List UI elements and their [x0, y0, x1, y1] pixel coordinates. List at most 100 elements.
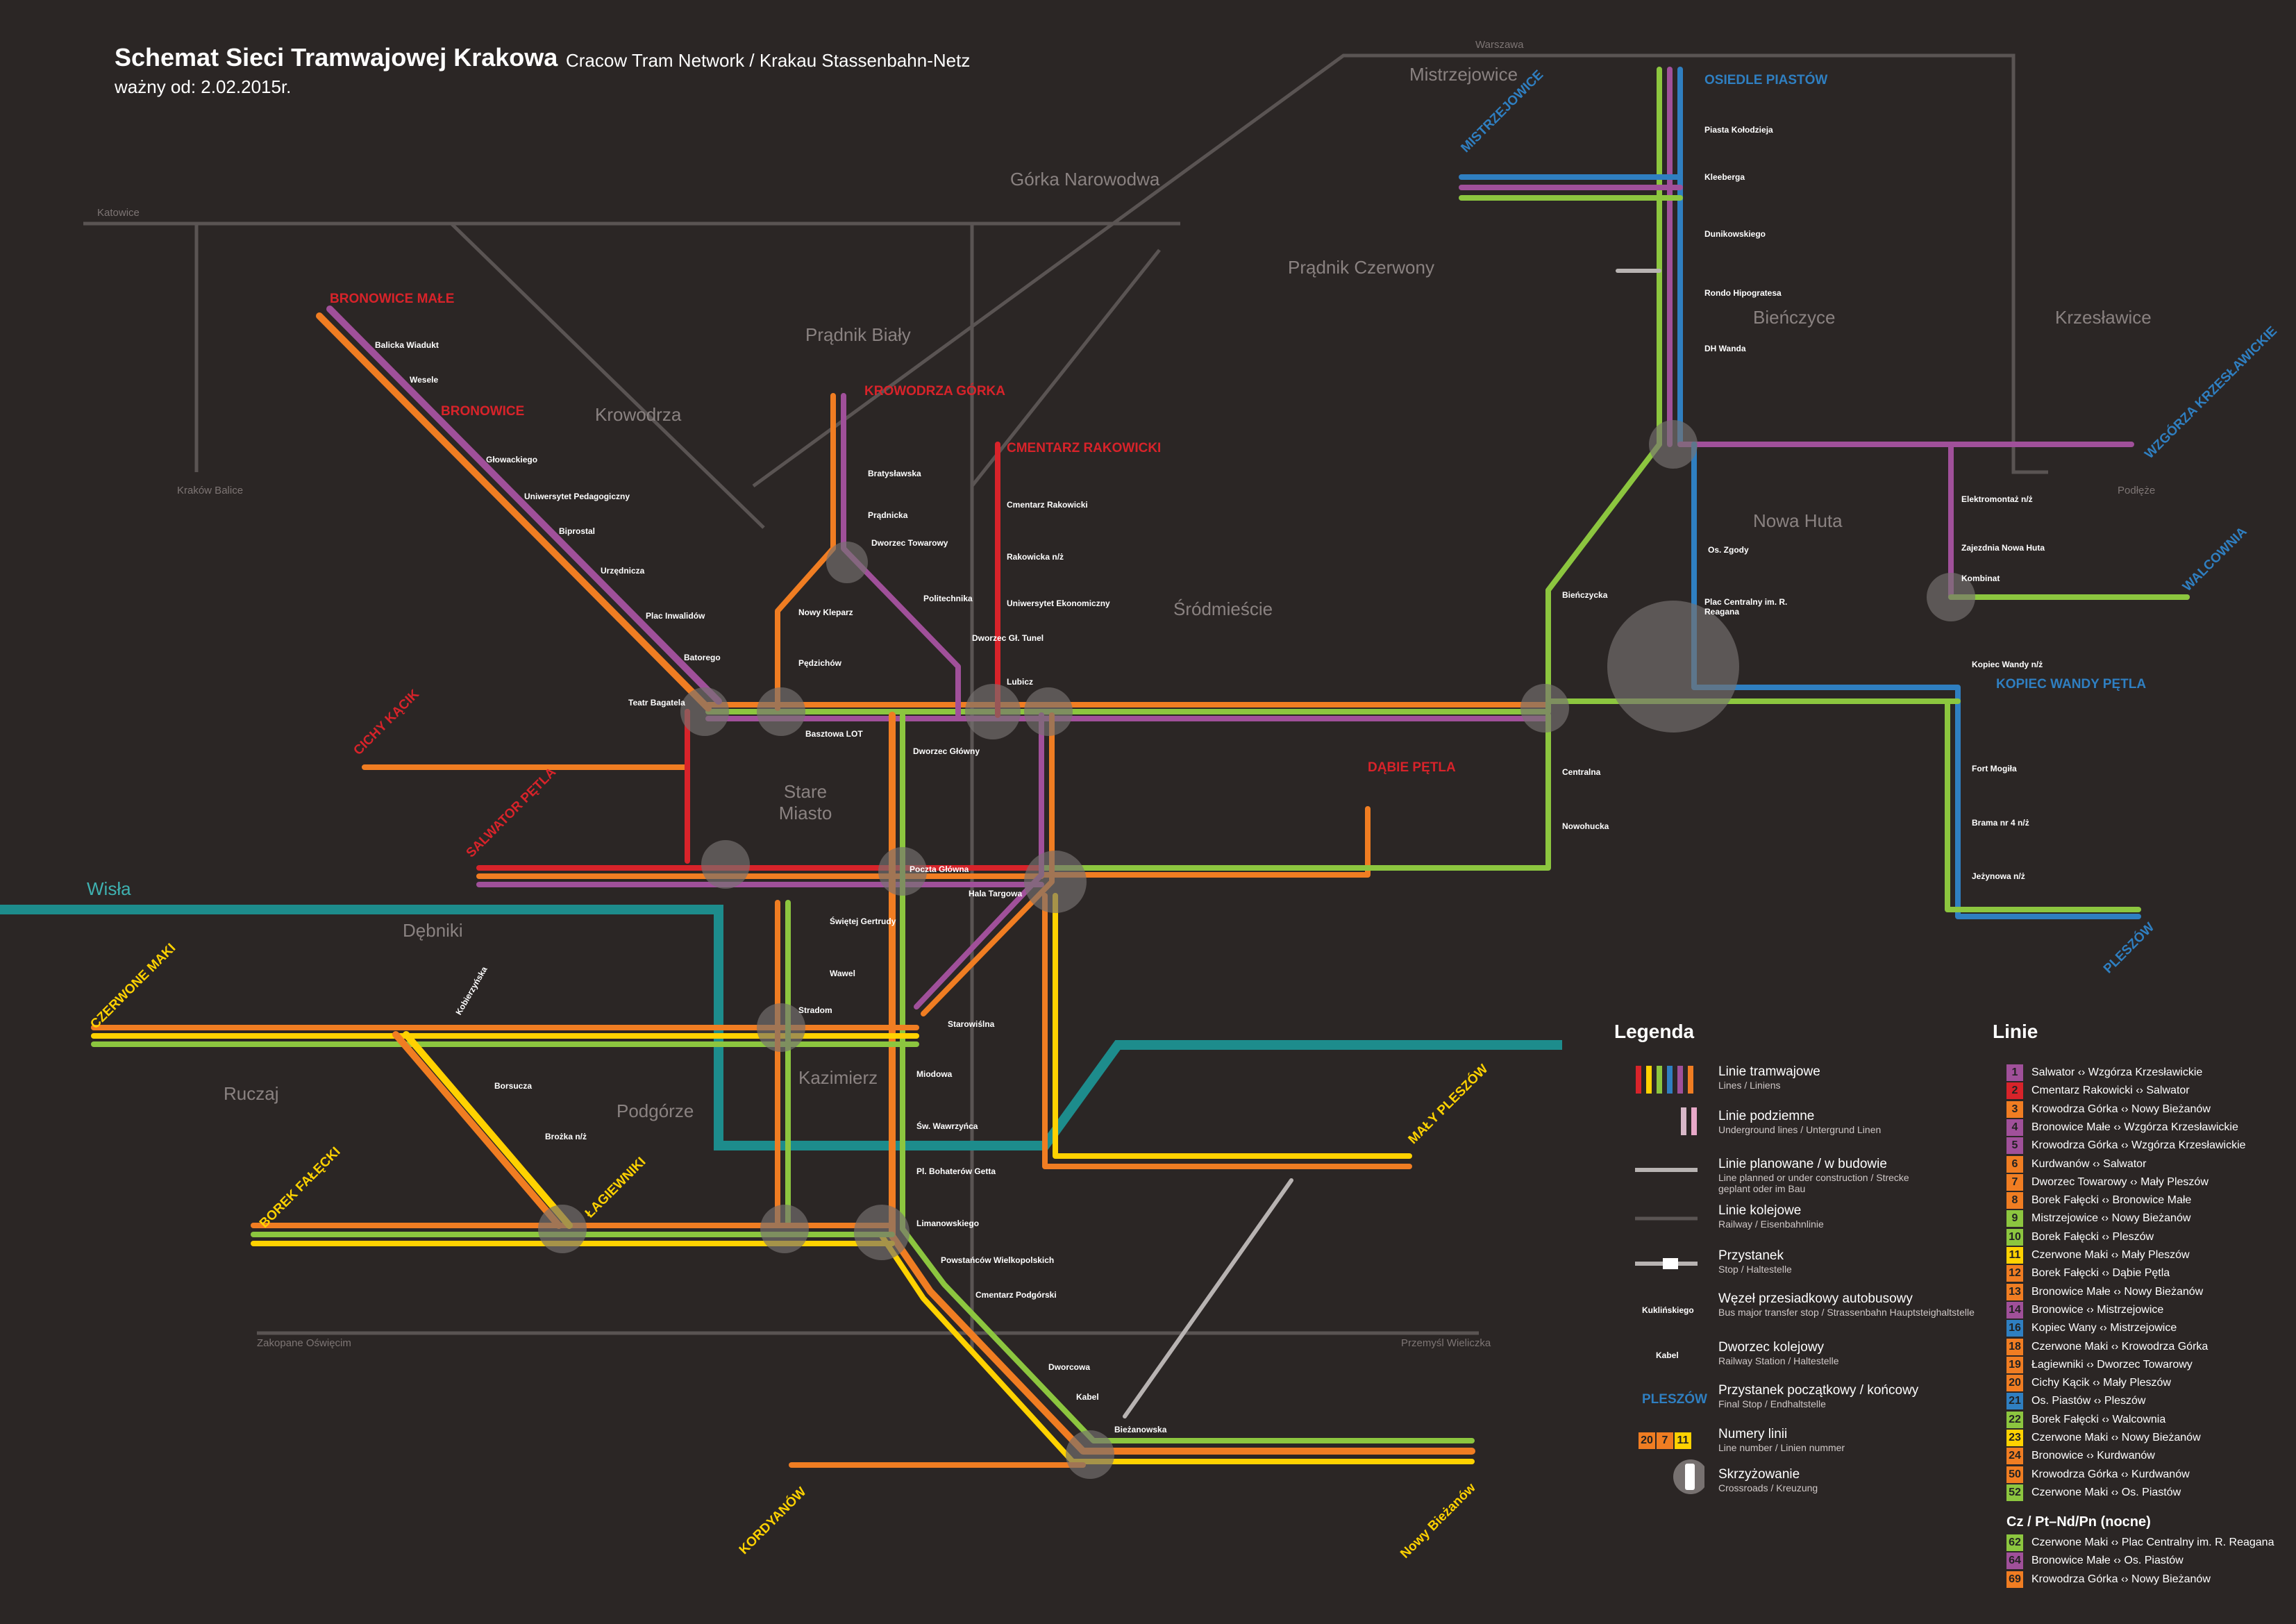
stop-label: Dworzec Towarowy [871, 538, 948, 548]
line-route: Bronowice ‹› Mistrzejowice [2031, 1303, 2164, 1316]
terminal-label: BRONOWICE [441, 404, 525, 419]
line-list-item: 6 Kurdwanów ‹› Salwator [2006, 1155, 2147, 1173]
stop-label: Brama nr 4 n/ż [1972, 818, 2029, 828]
district-label: Krowodrza [595, 404, 682, 425]
terminal-label: BRONOWICE MAŁE [330, 292, 455, 306]
stop-label: Głowackiego [486, 455, 538, 464]
line-route: Cmentarz Rakowicki ‹› Salwator [2031, 1085, 2190, 1097]
district-label: Ruczaj [224, 1083, 279, 1104]
line-route: Czerwone Maki ‹› Nowy Bieżanów [2031, 1432, 2201, 1443]
stop-label: Basztowa LOT [805, 729, 863, 739]
line-number-badge: 64 [2006, 1552, 2023, 1570]
stop-label: Limanowskiego [916, 1219, 980, 1228]
line-number-badge: 6 [2006, 1155, 2023, 1173]
stop-label: Nowy Kleparz [798, 608, 853, 617]
line-number-badge: 4 [2006, 1119, 2023, 1136]
stop-label: Miodowa [916, 1069, 953, 1079]
stop-label: Kopiec Wandy n/ż [1972, 660, 2043, 669]
stop-label: Kabel [1076, 1392, 1099, 1402]
line-route: Cichy Kącik ‹› Mały Pleszów [2031, 1377, 2171, 1389]
legend-rail-station-sample: Kabel [1656, 1350, 1679, 1360]
stop-label: Borsucza [494, 1081, 533, 1091]
line-number-badge: 22 [2006, 1411, 2023, 1428]
legend-bus-stop-sample: Kuklińskiego [1642, 1305, 1694, 1315]
line-route: Borek Fałęcki ‹› Walcownia [2031, 1413, 2166, 1425]
stop-label: Dworcowa [1048, 1362, 1091, 1372]
line-number-badge: 9 [2006, 1210, 2023, 1228]
legend-line-number-sample: 20 7 11 [1639, 1432, 1691, 1449]
line-list-item: 22 Borek Fałęcki ‹› Walcownia [2006, 1411, 2166, 1428]
stop-label: Św. Wawrzyńca [916, 1121, 978, 1131]
terminal-label: DĄBIE PĘTLA [1368, 760, 1456, 775]
stop-label: Uniwersytet Pedagogiczny [524, 492, 630, 501]
stop-label: Biprostal [559, 526, 596, 536]
district-label: Podgórze [617, 1100, 694, 1121]
stop-label: Dworzec Główny [913, 746, 980, 756]
stop-label: Plac Centralny im. R. Reagana [1704, 597, 1788, 617]
stop-label: Fort Mogiła [1972, 764, 2017, 773]
map-subtitle: Cracow Tram Network / Krakau Stassenbahn… [566, 50, 971, 71]
line-number-badge: 19 [2006, 1356, 2023, 1373]
stop-label: Urzędnicza [601, 566, 645, 576]
stop-label: Jeżynowa n/ż [1972, 871, 2025, 881]
lines-heading: Linie [1993, 1021, 2038, 1042]
line-number-badge: 11 [2006, 1247, 2023, 1264]
rail-direction-label: Kraków Balice [177, 485, 244, 496]
stop-label: Bieńczycka [1562, 590, 1608, 600]
stop-label: Lubicz [1007, 677, 1033, 687]
legend-symbols [1635, 1066, 1704, 1494]
line-number-badge: 8 [2006, 1192, 2023, 1209]
terminal-label: KROWODRZA GÓRKA [864, 384, 1005, 399]
line-number-badge: 11 [1675, 1432, 1691, 1449]
line-route: Kurdwanów ‹› Salwator [2031, 1157, 2147, 1170]
rail-direction-label: Podłęże [2118, 485, 2156, 496]
stop-label: Wawel [830, 969, 855, 978]
stop-label: DH Wanda [1704, 344, 1746, 353]
district-label: Mistrzejowice [1409, 64, 1518, 85]
stop-label: Świętej Gertrudy [830, 916, 896, 926]
stop-label: Starowiślna [948, 1019, 995, 1029]
legend-heading: Legenda [1614, 1021, 1695, 1042]
district-label: Kazimierz [798, 1067, 878, 1088]
stop-label: Hala Targowa [969, 889, 1023, 898]
stop-label: Politechnika [923, 594, 973, 603]
line-route: Borek Fałęcki ‹› Dąbie Pętla [2031, 1267, 2170, 1280]
stop-label: Os. Zgody [1708, 545, 1749, 555]
line-number-badge: 16 [2006, 1320, 2023, 1337]
stop-label: Elektromontaż n/ż [1961, 494, 2033, 504]
river-label: Wisła [87, 878, 131, 899]
stop-label: Balicka Wiadukt [375, 340, 439, 350]
stop-label: Bieżanowska [1114, 1425, 1167, 1434]
line-route: Czerwone Maki ‹› Plac Centralny im. R. R… [2031, 1537, 2274, 1548]
line-route: Łagiewniki ‹› Dworzec Towarowy [2031, 1358, 2193, 1371]
district-label: Nowa Huta [1753, 510, 1843, 531]
line-route: Borek Fałęcki ‹› Pleszów [2031, 1230, 2154, 1243]
line-route: Krowodrza Górka ‹› Nowy Bieżanów [2031, 1103, 2211, 1115]
line-route: Kopiec Wany ‹› Mistrzejowice [2031, 1322, 2177, 1334]
stop-label: Dworzec Gł. Tunel [972, 633, 1044, 643]
railway-lines [83, 53, 2048, 1354]
tram-lines [91, 67, 2190, 1468]
